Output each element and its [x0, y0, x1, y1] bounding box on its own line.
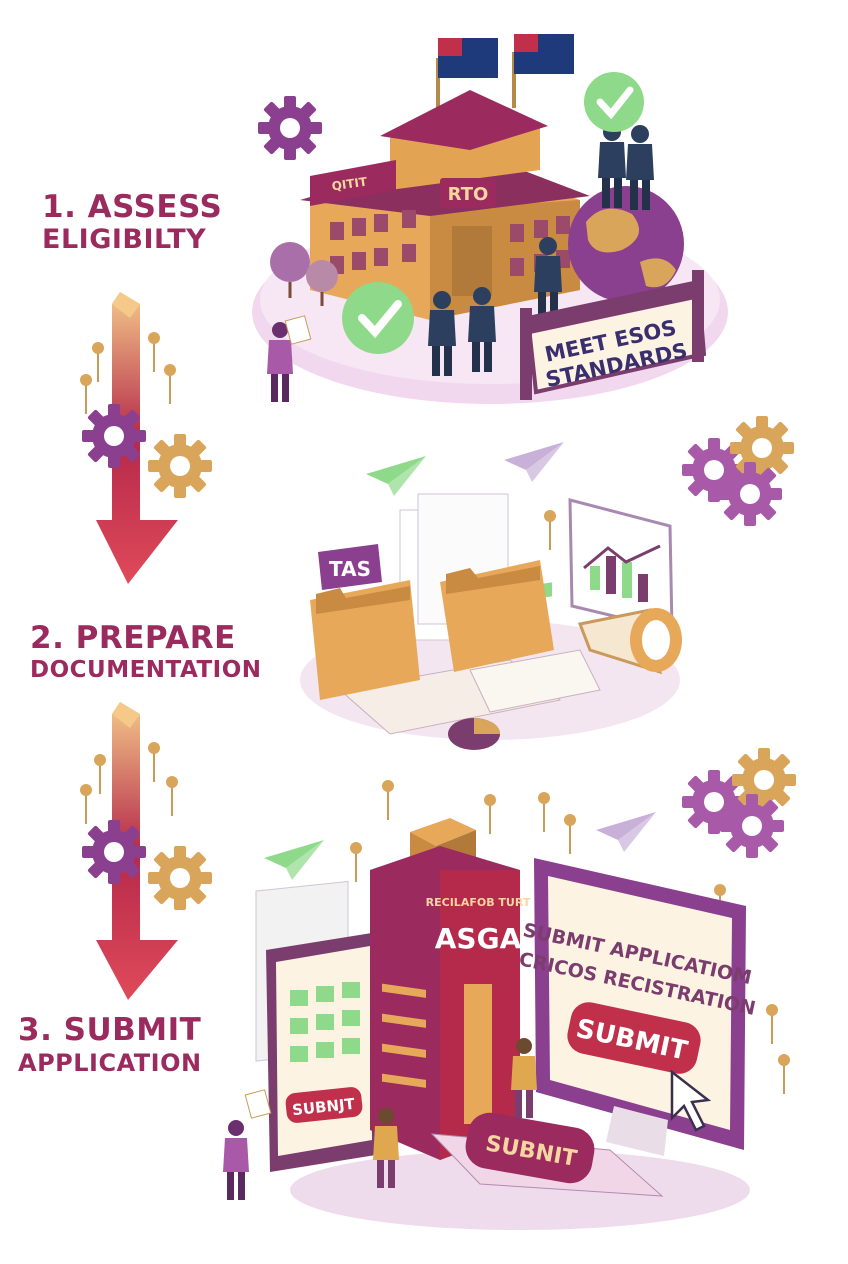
gear-icon: [718, 462, 782, 526]
tower-icon: RECILAFOB TURT ASGA: [370, 818, 531, 1160]
gear-icon: [730, 416, 794, 480]
tree-icon: [270, 242, 338, 306]
step-3-title: 3. SUBMIT: [18, 1012, 202, 1048]
gear-icon: [148, 434, 212, 498]
side-sign: QITIT: [331, 175, 369, 194]
gear-icon: [720, 794, 784, 858]
tower-sign-top: RECILAFOB TURT: [426, 896, 531, 909]
paper-plane-icon: [366, 456, 426, 496]
folder-icon: [310, 493, 554, 700]
globe-icon: [568, 186, 684, 302]
tag-text: TAS: [329, 557, 371, 581]
step-2-title: 2. PREPARE: [30, 620, 236, 656]
step-1-title: 1. ASSESS: [42, 189, 223, 225]
gear-icon: [148, 846, 212, 910]
tablet-icon: SUBNJT: [255, 880, 382, 1172]
building-sign: RTO: [448, 184, 489, 205]
submit-pad: SUBNIT: [430, 1112, 664, 1197]
checkmark-icon: [584, 72, 644, 132]
pie-chart-icon: [448, 718, 500, 750]
gear-icon: [258, 96, 322, 160]
checkmark-icon: [342, 282, 414, 354]
step-1-subtitle: ELIGIBILTY: [42, 224, 207, 255]
building-icon: RTO QITIT: [300, 90, 590, 320]
scene-submit-application: SUBNJT RECILAFOB TURT ASGA: [223, 748, 796, 1230]
monitor-icon: SUBMIT APPLICATIOM CRICOS RECISTRATION S…: [517, 858, 758, 1156]
cursor-icon: [670, 1069, 712, 1132]
tower-sign: ASGA: [435, 922, 522, 955]
paper-plane-icon: [504, 442, 564, 482]
gear-icon: [82, 820, 146, 884]
tag-label: TAS: [318, 544, 382, 590]
scene-prepare-documentation: TAS: [300, 416, 794, 750]
megaphone-icon: [577, 608, 682, 675]
flow-arrow-1: [79, 292, 212, 584]
step-2-subtitle: DOCUMENTATION: [30, 657, 262, 683]
paper-plane-icon: [264, 840, 324, 880]
person-icon: [223, 1120, 249, 1200]
gear-icon: [732, 748, 796, 812]
gear-icon: [82, 404, 146, 468]
flow-arrow-2: [79, 702, 212, 1000]
flag-icon: [436, 34, 574, 108]
paper-plane-icon: [596, 812, 656, 852]
step-3-subtitle: APPLICATION: [18, 1049, 202, 1077]
scene-assess-eligibility: RTO QITIT: [252, 34, 728, 404]
